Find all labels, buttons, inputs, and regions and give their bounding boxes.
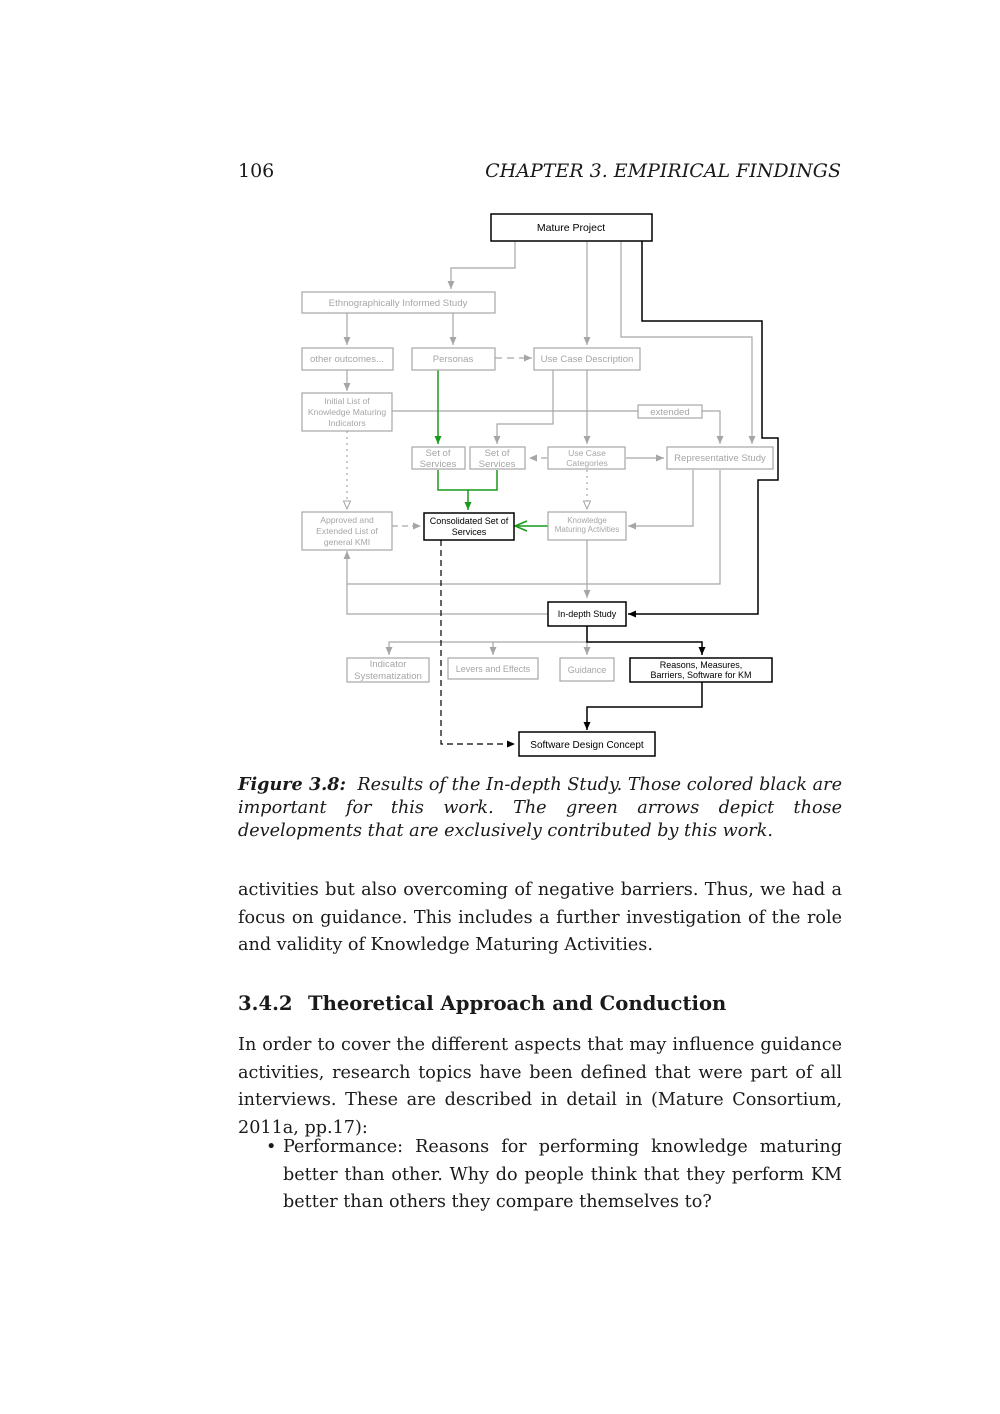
section-number: 3.4.2	[238, 992, 293, 1015]
node-indicator-systematization-line2: Systematization	[354, 671, 422, 682]
node-use-case-categories-line2: Categories	[566, 458, 608, 468]
node-set-of-services-2-line1: Set of	[484, 448, 509, 459]
bullet-icon: •	[266, 1137, 277, 1157]
paragraph: In order to cover the different aspects …	[238, 1035, 842, 1138]
section-title: Theoretical Approach and Conduction	[308, 992, 727, 1015]
node-initial-list-line1: Initial List of	[324, 396, 370, 406]
node-software-design-concept: Software Design Concept	[530, 740, 644, 751]
running-header: CHAPTER 3. EMPIRICAL FINDINGS	[485, 160, 841, 182]
node-representative-study: Representative Study	[674, 453, 766, 464]
node-other-outcomes: other outcomes...	[310, 354, 384, 365]
node-reasons-measures-line1: Reasons, Measures,	[660, 660, 743, 670]
node-km-activities-line1: Knowledge	[567, 516, 607, 525]
node-indicator-systematization-line1: Indicator	[370, 659, 408, 670]
node-set-of-services-1-line2: Services	[420, 459, 457, 470]
black-connectors	[440, 241, 779, 748]
green-connectors	[434, 370, 548, 532]
node-in-depth-study: In-depth Study	[558, 609, 617, 619]
black-node-boxes	[423, 213, 773, 757]
node-approved-list-line1: Approved and	[320, 515, 374, 525]
node-consolidated-services-line1: Consolidated Set of	[430, 516, 509, 526]
node-initial-list-line2: Knowledge Maturing	[308, 407, 387, 417]
gray-node-boxes	[301, 291, 774, 683]
node-reasons-measures-line2: Barriers, Software for KM	[650, 670, 751, 680]
node-use-case-description: Use Case Description	[541, 354, 634, 365]
node-use-case-categories-line1: Use Case	[568, 448, 606, 458]
figure-diagram: Mature Project Ethnographically Informed…	[301, 213, 779, 757]
node-ethnographic-study: Ethnographically Informed Study	[329, 298, 468, 309]
node-set-of-services-2-line2: Services	[479, 459, 516, 470]
node-guidance: Guidance	[568, 665, 607, 675]
figure-caption: Figure 3.8: Results of the In-depth Stud…	[238, 773, 842, 843]
node-consolidated-services-line2: Services	[452, 527, 487, 537]
gray-connectors	[347, 241, 756, 655]
node-personas: Personas	[433, 354, 474, 365]
node-mature-project: Mature Project	[537, 222, 605, 234]
node-approved-list-line2: Extended List of	[316, 526, 378, 536]
node-levers-effects: Levers and Effects	[456, 664, 531, 674]
paragraph: activities but also overcoming of negati…	[238, 880, 842, 955]
page-number: 106	[238, 160, 275, 182]
node-extended: extended	[650, 407, 689, 418]
list-item: • Performance: Reasons for performing kno…	[238, 1134, 842, 1217]
node-set-of-services-1-line1: Set of	[425, 448, 450, 459]
section-heading: 3.4.2 Theoretical Approach and Conduction	[238, 992, 726, 1015]
caption-text: Results of the In-depth Study. Those col…	[238, 775, 842, 841]
node-initial-list-line3: Indicators	[328, 418, 365, 428]
caption-label: Figure 3.8:	[238, 774, 347, 795]
list-item-text: Performance: Reasons for performing know…	[283, 1137, 842, 1212]
node-approved-list-line3: general KMI	[324, 537, 370, 547]
bullet-list: • Performance: Reasons for performing kno…	[238, 1134, 842, 1217]
node-km-activities-line2: Maturing Activities	[555, 525, 619, 534]
